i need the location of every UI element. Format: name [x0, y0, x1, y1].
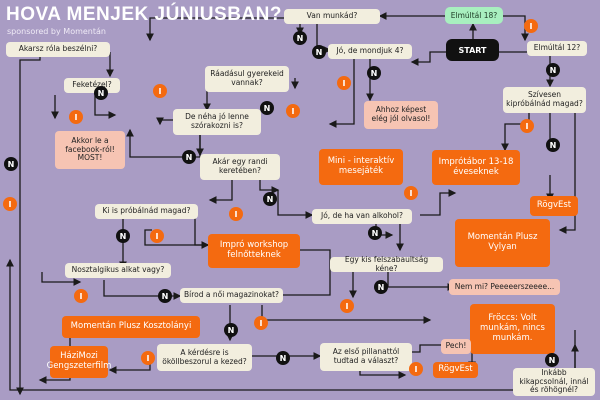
badge-yes: I [153, 84, 167, 98]
badge-yes: I [254, 316, 268, 330]
badge-no: N [276, 351, 290, 365]
node-akar-egy-randi: Akár egy randi keretében? [200, 154, 280, 180]
node-van-munkad: Van munkád? [284, 9, 380, 24]
node-de-neha-jo-lenne: De néha jó lenne szórakozni is? [173, 109, 261, 135]
badge-yes: I [340, 299, 354, 313]
node-pech: Pech! [441, 339, 471, 354]
badge-yes: I [286, 104, 300, 118]
node-impro-workshop: Impró workshop felnőtteknek [208, 234, 300, 268]
badge-no: N [224, 323, 238, 337]
badge-no: N [260, 101, 274, 115]
node-hazimozi: HáziMozi Gengszeterfilm [47, 346, 111, 378]
badge-yes: I [409, 362, 423, 376]
badge-no: N [116, 229, 130, 243]
badge-yes: I [520, 119, 534, 133]
badge-yes: I [150, 229, 164, 243]
node-akkor-le-a-facebookrol: Akkor le a facebook-ról! MOST! [55, 131, 125, 169]
node-szivesen-kiprobalnad: Szívesen kipróbálnád magad? [503, 87, 586, 113]
node-rogvest-top: RögvEst [530, 196, 578, 216]
node-mini-interaktiv: Mini - interaktív mesejáték [319, 149, 403, 185]
badge-no: N [182, 150, 196, 164]
node-birod-a-noi: Bírod a női magazinokat? [180, 288, 283, 303]
page-title: HOVA MENJEK JÚNIUSBAN? [6, 4, 282, 25]
node-momentan-plusz-kosztolanyi: Momentán Plusz Kosztolányi [62, 316, 200, 338]
badge-no: N [374, 280, 388, 294]
node-start: START [446, 39, 499, 61]
node-elmultal-18: Elmúltál 18? [445, 7, 503, 24]
page-subtitle: sponsored by Momentán [7, 27, 106, 36]
node-momentan-plusz-vylyan: Momentán Plusz Vylyan [455, 219, 550, 267]
node-nem-mi: Nem mi? Peeeeerszeeee... [449, 279, 560, 295]
badge-no: N [368, 226, 382, 240]
badge-no: N [94, 86, 108, 100]
node-rogvest-bottom: RögvEst [433, 362, 478, 378]
badge-yes: I [524, 19, 538, 33]
badge-no: N [293, 31, 307, 45]
node-jo-de-mondjuk-4: Jó, de mondjuk 4? [328, 44, 412, 59]
node-improtabor: Imprótábor 13-18 éveseknek [432, 150, 520, 185]
node-az-elso-pillanattol: Az első pillanattól tudtad a választ? [320, 343, 412, 371]
node-jo-de-ha-van-alkohol: Jó, de ha van alkohol? [312, 209, 412, 224]
badge-yes: I [74, 289, 88, 303]
badge-no: N [545, 353, 559, 367]
badge-yes: I [3, 197, 17, 211]
node-a-kerdesre: A kérdésre is ököllbeszorul a kezed? [157, 344, 252, 371]
badge-no: N [546, 63, 560, 77]
badge-yes: I [337, 76, 351, 90]
node-elmultal-12: Elmúltál 12? [527, 41, 587, 56]
badge-no: N [158, 289, 172, 303]
badge-no: N [263, 192, 277, 206]
badge-yes: I [229, 207, 243, 221]
badge-no: N [367, 66, 381, 80]
node-egy-kis-felszabaultsag: Egy kis felszabaultság kéne? [330, 255, 443, 272]
node-froccs: Fröccs: Volt munkám, nincs munkám. [470, 304, 555, 354]
badge-no: N [4, 157, 18, 171]
badge-no: N [312, 45, 326, 59]
badge-yes: I [69, 110, 83, 124]
node-inkabb-kikapcsolnal: Inkább kikapcsolnál, innál és röhögnél? [513, 368, 595, 396]
node-raadasul-gyerekeid: Ráadásul gyerekeid vannak? [205, 66, 289, 92]
badge-yes: I [404, 186, 418, 200]
node-feketezel: Feketézel? [64, 78, 120, 93]
node-nosztalgikus-alkat: Nosztalgikus alkat vagy? [65, 263, 171, 278]
node-akarsz-rola: Akarsz róla beszélni? [6, 42, 110, 57]
node-ahhoz-kepest: Ahhoz képest elég jól olvasol! [364, 101, 438, 129]
badge-yes: I [141, 351, 155, 365]
node-ki-is-probalnad: Ki is próbálnád magad? [95, 204, 198, 219]
badge-no: N [546, 138, 560, 152]
